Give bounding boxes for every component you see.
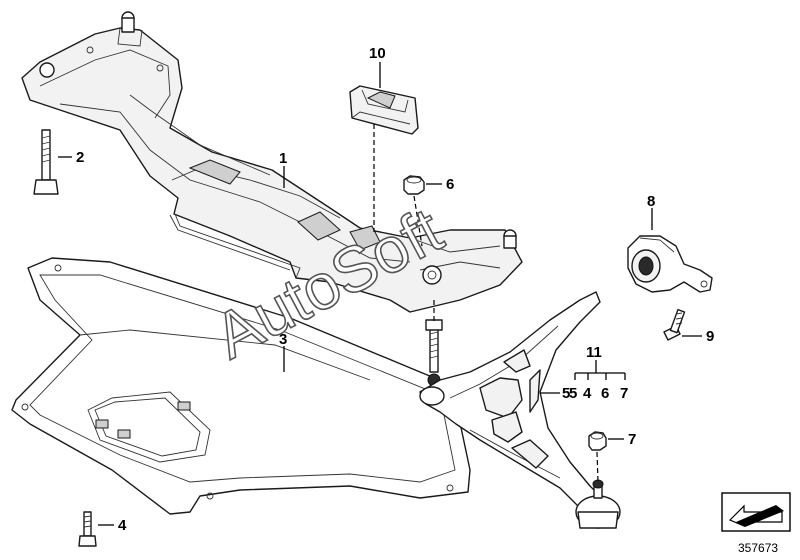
- callout-7: 7: [628, 431, 636, 448]
- callout-10: 10: [369, 45, 386, 62]
- callout-11-sub-6: 6: [601, 385, 609, 402]
- callout-6: 6: [446, 176, 454, 193]
- callout-8: 8: [647, 193, 655, 210]
- callout-9: 9: [706, 328, 714, 345]
- callout-4: 4: [118, 517, 127, 534]
- diagram-id: 357673: [738, 541, 778, 555]
- arrow-icon[interactable]: [721, 492, 791, 532]
- rubber-mount-part-8: [627, 235, 713, 293]
- leader-lines: [58, 62, 702, 526]
- callout-3: 3: [279, 331, 287, 348]
- nut-part-7: [588, 431, 607, 451]
- callout-2: 2: [76, 149, 84, 166]
- callout-11-sub-5: 5: [569, 385, 577, 402]
- bolt-part-9: [663, 308, 686, 341]
- nut-part-6: [403, 175, 425, 195]
- control-arm-part-5: [419, 291, 621, 529]
- bolt-part-2: [33, 129, 59, 195]
- bolt-part-4: [78, 511, 97, 547]
- callout-1: 1: [279, 150, 287, 167]
- callout-11: 11: [586, 344, 602, 361]
- underbody-shield-plate: [11, 257, 471, 515]
- callout-5: 5: [562, 385, 570, 402]
- bracket-part-10: [349, 85, 419, 135]
- callout-11-sub-7: 7: [620, 385, 628, 402]
- callout-11-sub-4: 4: [583, 385, 592, 402]
- front-axle-carrier: [21, 11, 523, 313]
